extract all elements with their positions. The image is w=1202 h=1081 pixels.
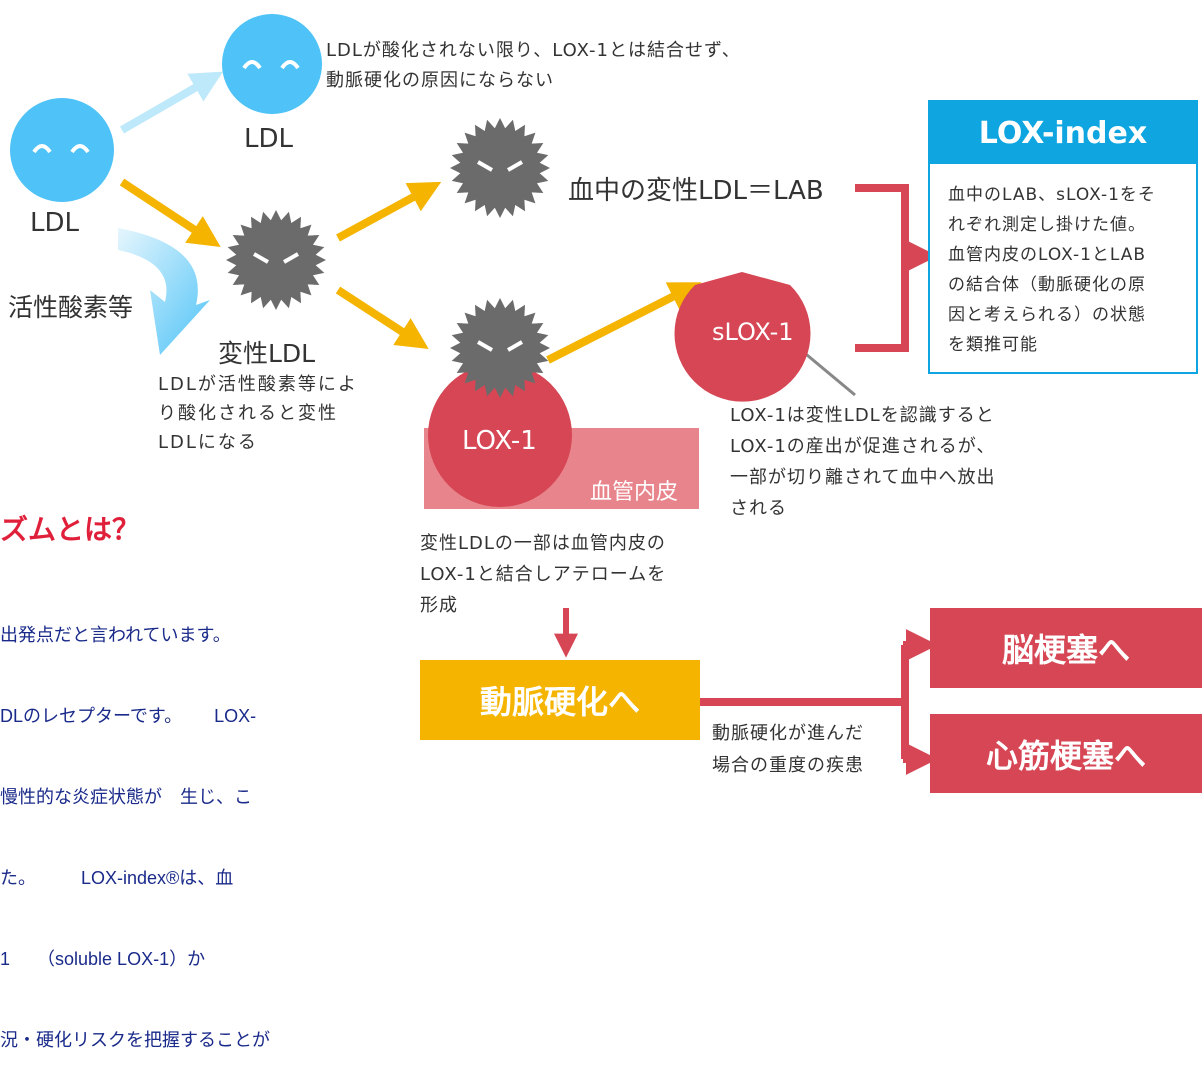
lox-index-desc-line: 因と考えられる）の状態 — [948, 305, 1146, 325]
modified-ldl-note-line: LDLが活性酸素等によ — [158, 374, 358, 395]
diagram-graphics — [10, 14, 938, 775]
modified-ldl-note-line: り酸化されると変性 — [158, 403, 338, 424]
connector-diseases — [700, 645, 909, 759]
lox-index-desc-line: れぞれ測定し掛けた値。 — [948, 215, 1146, 235]
left-text-block: 出発点だと言われています。 DLのレセプターです。 LOX- 慢性的な炎症状態が… — [0, 568, 270, 1081]
lox-index-desc: 血中のLAB、sLOX-1をそ れぞれ測定し掛けた値。 血管内皮のLOX-1とL… — [930, 164, 1196, 360]
modified-ldl-note-line: LDLになる — [158, 432, 258, 453]
lab-ball-icon — [450, 118, 550, 218]
modified-ldl-label: 変性LDL — [218, 339, 316, 368]
left-text-line: 出発点だと言われています。 — [0, 625, 231, 645]
note-top-line: 動脈硬化の原因にならない — [326, 70, 554, 91]
endo-note-line: LOX-1と結合しアテロームを — [420, 564, 667, 585]
note-top-line: LDLが酸化されない限り、LOX-1とは結合せず、 — [326, 40, 741, 61]
lox-index-box: LOX-index 血中のLAB、sLOX-1をそ れぞれ測定し掛けた値。 血管… — [928, 100, 1198, 374]
left-text-line: た。 LOX-index®は、血 — [0, 868, 234, 888]
stroke-box: 脳梗塞へ — [930, 608, 1202, 688]
ros-swirl-icon — [118, 228, 210, 355]
lox-note-line: LOX-1は変性LDLを認識すると — [730, 405, 995, 426]
lox1-label: LOX-1 — [462, 426, 537, 456]
ros-label: 活性酸素等 — [8, 293, 134, 322]
lox-index-desc-line: を類推可能 — [948, 335, 1038, 355]
lox-index-desc-line: 血中のLAB、sLOX-1をそ — [948, 185, 1156, 205]
arrow-modified-to-lox1 — [335, 286, 429, 349]
disease-note-line: 動脈硬化が進んだ — [712, 723, 864, 744]
lox-note-line: 一部が切り離されて血中へ放出 — [730, 467, 996, 488]
left-text-line: 1 （soluble LOX-1）か — [0, 949, 206, 969]
lox-index-desc-line: 血管内皮のLOX-1とLAB — [948, 245, 1147, 265]
arrow-modified-to-lab — [336, 181, 442, 242]
modified-ldl-note: LDLが活性酸素等によ り酸化されると変性 LDLになる — [158, 370, 358, 457]
ldl-top-label: LDL — [244, 124, 293, 154]
left-text-line: 慢性的な炎症状態が 生じ、こ — [0, 787, 252, 807]
lab-label: 血中の変性LDL＝LAB — [568, 176, 824, 206]
connector-lab-slox — [855, 184, 909, 352]
ldl-face-left-icon — [10, 98, 114, 202]
lox-note-line: LOX-1の産出が促進されるが、 — [730, 436, 996, 457]
ldl-face-top-icon — [222, 14, 322, 114]
note-top: LDLが酸化されない限り、LOX-1とは結合せず、 動脈硬化の原因にならない — [326, 36, 741, 96]
lox-index-desc-line: の結合体（動脈硬化の原 — [948, 275, 1146, 295]
lox-index-title: LOX-index — [930, 102, 1196, 164]
endo-note-line: 形成 — [420, 595, 458, 616]
left-heading: ズムとは？ — [0, 513, 141, 546]
lox-note: LOX-1は変性LDLを認識すると LOX-1の産出が促進されるが、 一部が切り… — [730, 400, 995, 524]
disease-note: 動脈硬化が進んだ 場合の重度の疾患 — [712, 718, 864, 782]
slox-label: sLOX-1 — [712, 318, 794, 346]
arrow-lox1-to-slox — [546, 282, 702, 364]
endothelium-label: 血管内皮 — [590, 480, 679, 505]
arrow-ldl-to-ldl — [119, 71, 224, 134]
slox1-receptor — [674, 272, 811, 402]
disease-note-line: 場合の重度の疾患 — [712, 755, 864, 776]
mi-box: 心筋梗塞へ — [930, 714, 1202, 793]
endo-note: 変性LDLの一部は血管内皮の LOX-1と結合しアテロームを 形成 — [420, 528, 666, 621]
bound-ldl-ball-icon — [450, 298, 550, 398]
arrow-ldl-to-modified — [119, 178, 221, 248]
modified-ldl-ball-icon — [226, 210, 326, 310]
left-text-line: 況・硬化リスクを把握することが — [0, 1030, 270, 1050]
lox-note-line: される — [730, 498, 787, 519]
arteriosclerosis-box: 動脈硬化へ — [420, 660, 700, 740]
endo-note-line: 変性LDLの一部は血管内皮の — [420, 533, 666, 554]
lox1-receptor — [428, 363, 572, 507]
ldl-left-label: LDL — [30, 208, 79, 238]
left-text-line: DLのレセプターです。 LOX- — [0, 706, 257, 726]
